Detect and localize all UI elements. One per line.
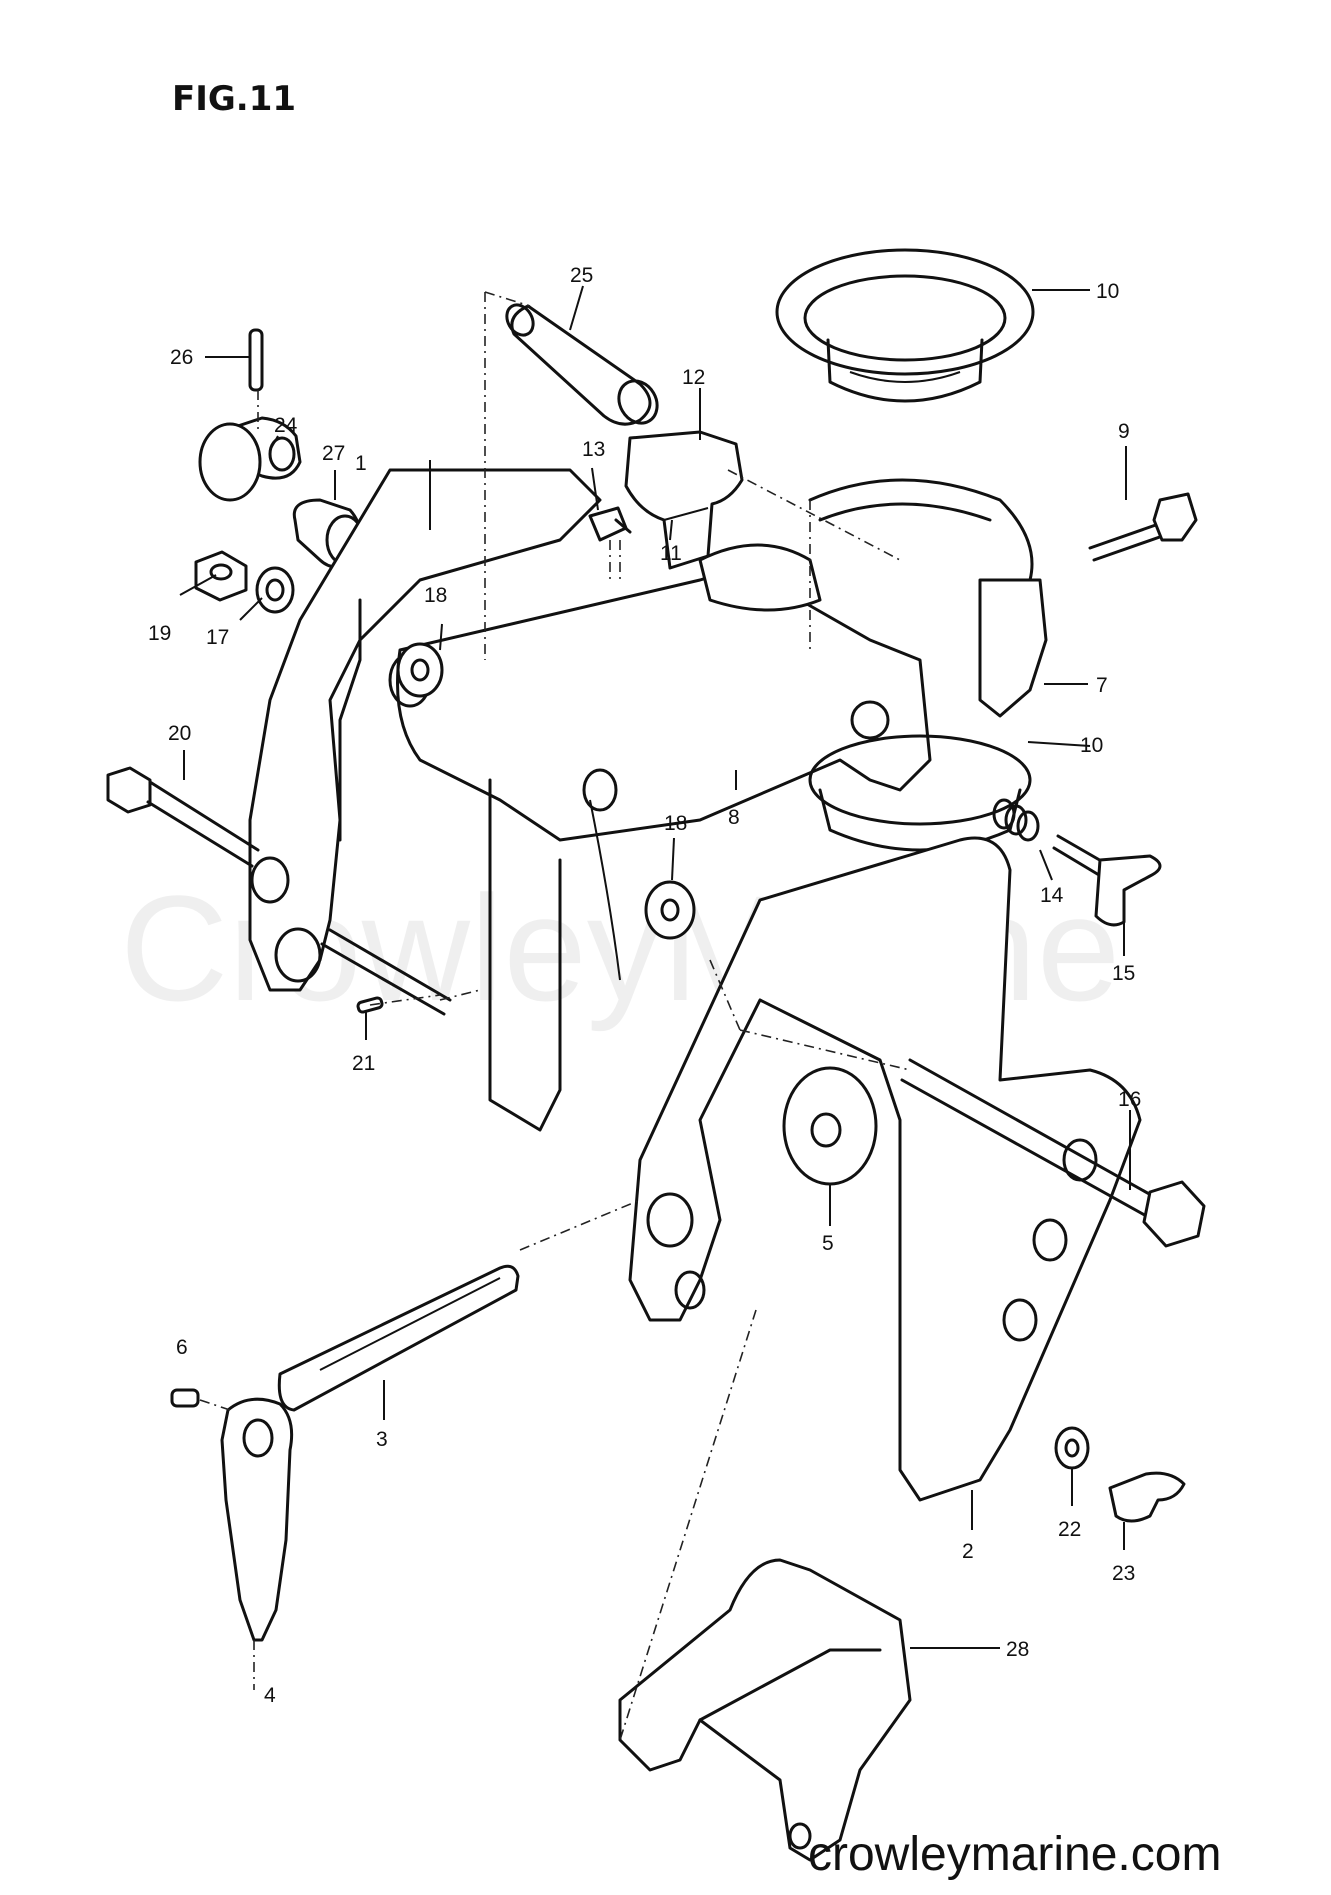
- label-part-13: 13: [582, 438, 605, 461]
- swivel-shaft: [488, 778, 621, 1132]
- part-28-bracket: [618, 1558, 912, 1862]
- label-part-25: 25: [570, 264, 593, 287]
- label-part-23: 23: [1112, 1562, 1135, 1585]
- part-3-clamp-screw: [277, 1264, 520, 1412]
- part-10-ring: [775, 248, 1035, 403]
- label-part-6: 6: [176, 1336, 188, 1359]
- part-14-spring: [992, 798, 1040, 842]
- site-url: crowleymarine.com: [808, 1828, 1221, 1881]
- part-15-wing-bolt: [1052, 834, 1162, 927]
- part-4-handle: [220, 1397, 294, 1642]
- label-part-5: 5: [822, 1232, 834, 1255]
- part-18-washer-lower: [644, 880, 696, 940]
- label-part-7: 7: [1096, 674, 1108, 697]
- label-part-16: 16: [1118, 1088, 1141, 1111]
- label-part-4: 4: [264, 1684, 276, 1707]
- label-part-22: 22: [1058, 1518, 1081, 1541]
- part-20-bolt: [106, 766, 260, 868]
- clamp-screw-left: [320, 928, 452, 1016]
- label-part-21: 21: [352, 1052, 375, 1075]
- label-part-24: 24: [274, 414, 298, 437]
- part-16-bolt: [900, 1058, 1206, 1248]
- label-part-18-upper: 18: [424, 584, 447, 607]
- label-part-28: 28: [1006, 1638, 1029, 1661]
- part-25-pin: [505, 303, 659, 426]
- part-1-clamp-bracket: [248, 468, 602, 992]
- label-part-15: 15: [1112, 962, 1135, 985]
- part-26-pin: [248, 328, 264, 392]
- part-24-bushing: [198, 416, 302, 502]
- label-part-27: 27: [322, 442, 345, 465]
- label-part-1: 1: [355, 452, 367, 475]
- part-5-pad: [782, 1066, 878, 1186]
- part-22-bushing: [1054, 1426, 1090, 1470]
- label-part-26: 26: [170, 346, 193, 369]
- label-part-17: 17: [206, 626, 229, 649]
- label-part-20: 20: [168, 722, 191, 745]
- part-8-swivel-bracket: [388, 543, 932, 842]
- part-17-washer: [255, 566, 295, 614]
- label-part-10-lower: 10: [1080, 734, 1103, 757]
- label-part-18-lower: 18: [664, 812, 687, 835]
- part-10-lower-ring: [808, 734, 1032, 852]
- leader-lines: [179, 285, 1131, 1649]
- alignment-lines: [199, 291, 911, 1741]
- label-part-8: 8: [728, 806, 740, 829]
- part-23-wing-nut: [1108, 1471, 1186, 1523]
- label-part-12: 12: [682, 366, 705, 389]
- part-18-washer-upper: [396, 642, 444, 698]
- label-part-10-top: 10: [1096, 280, 1119, 303]
- part-6-pin: [170, 1388, 200, 1408]
- part-12-clip: [624, 430, 744, 570]
- part-9-bolt: [1088, 492, 1198, 562]
- label-part-9: 9: [1118, 420, 1130, 443]
- label-part-3: 3: [376, 1428, 388, 1451]
- part-19-nut: [194, 550, 248, 602]
- label-part-11: 11: [660, 542, 682, 565]
- part-13-grease-nipple: [588, 506, 632, 542]
- part-7-clamp-band: [808, 478, 1048, 718]
- label-part-19: 19: [148, 622, 171, 645]
- part-labels: 1 2 3 4 5 6 7 8 9 10 10 11 12 13 14 15 1…: [148, 264, 1141, 1707]
- label-part-14: 14: [1040, 884, 1064, 907]
- figure-title: FIG.11: [172, 79, 296, 119]
- label-part-2: 2: [962, 1540, 974, 1563]
